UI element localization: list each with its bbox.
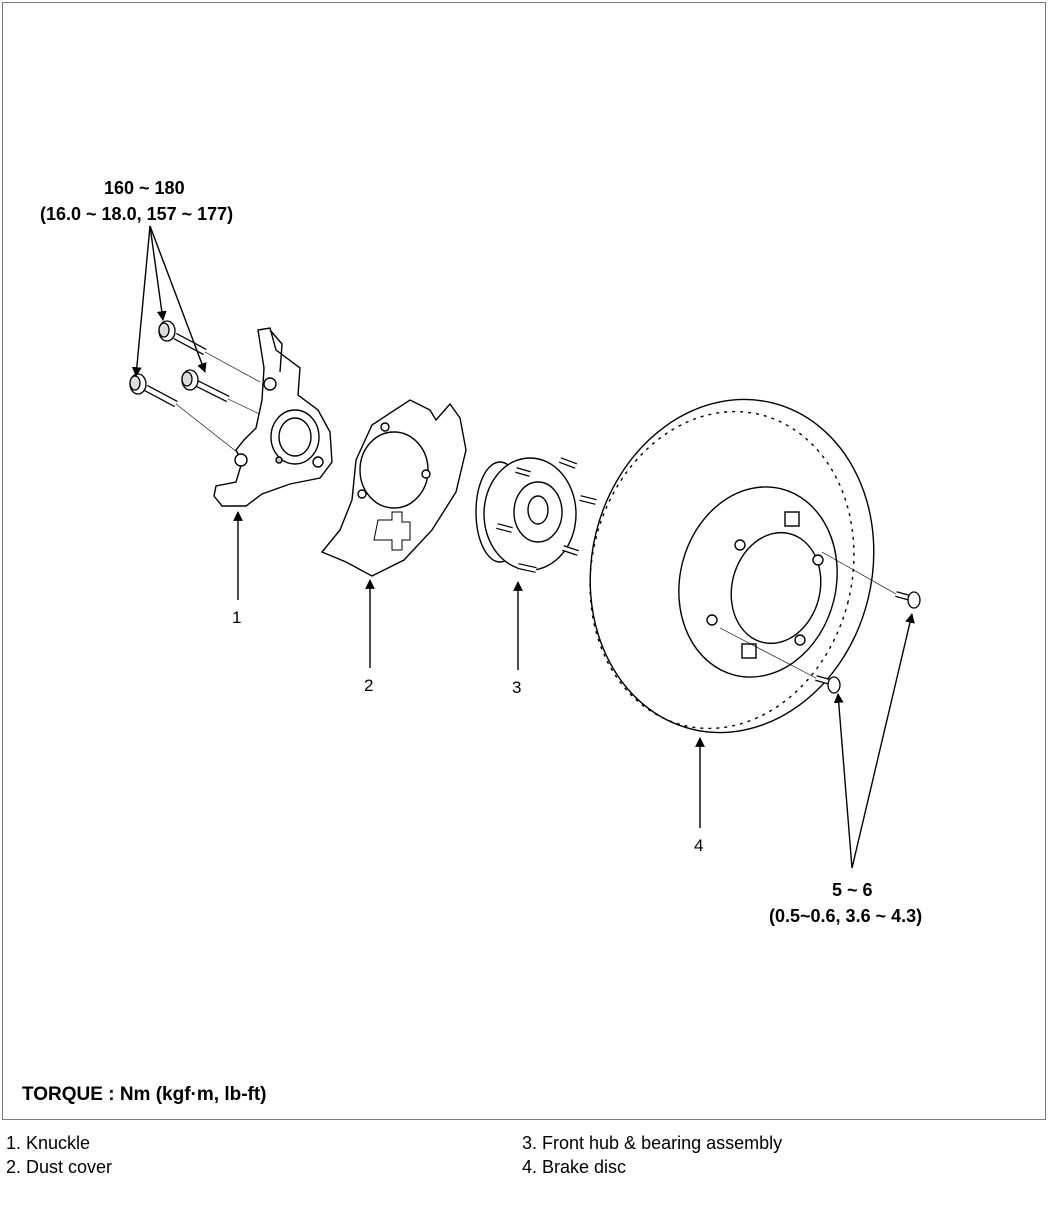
bolt-upper [158,320,207,356]
hub-bearing-part [475,457,597,573]
disc-screw-torque-value: 5 ~ 6 [832,880,873,900]
torque-arrows-knuckle [131,225,207,377]
knuckle-bolt-torque-value: 160 ~ 180 [104,178,185,198]
legend-item-dust-cover: 2. Dust cover [6,1157,113,1177]
legend-item-brake-disc: 4. Brake disc [522,1157,627,1177]
exploded-view-diagram [129,225,921,869]
callout-3: 3 [512,678,522,697]
disc-screw-torque-conversion: (0.5~0.6, 3.6 ~ 4.3) [769,906,923,926]
bolt-middle [181,369,230,403]
brake-disc-part [589,398,875,734]
disc-screws [719,551,921,694]
callout-1: 1 [232,608,242,627]
knuckle-bolts [129,320,230,408]
torque-unit-note: TORQUE : Nm (kgf·m, lb-ft) [22,1084,267,1105]
callout-4: 4 [694,836,704,855]
legend-item-hub-bearing: 3. Front hub & bearing assembly [522,1133,783,1153]
knuckle-bolt-torque-conversion: (16.0 ~ 18.0, 157 ~ 177) [40,204,234,224]
bolt-lower [129,373,178,408]
callout-arrows [233,511,915,869]
knuckle-part [213,327,333,507]
dust-cover-part [320,399,467,577]
callout-2: 2 [364,676,374,695]
legend-item-knuckle: 1. Knuckle [6,1133,91,1153]
